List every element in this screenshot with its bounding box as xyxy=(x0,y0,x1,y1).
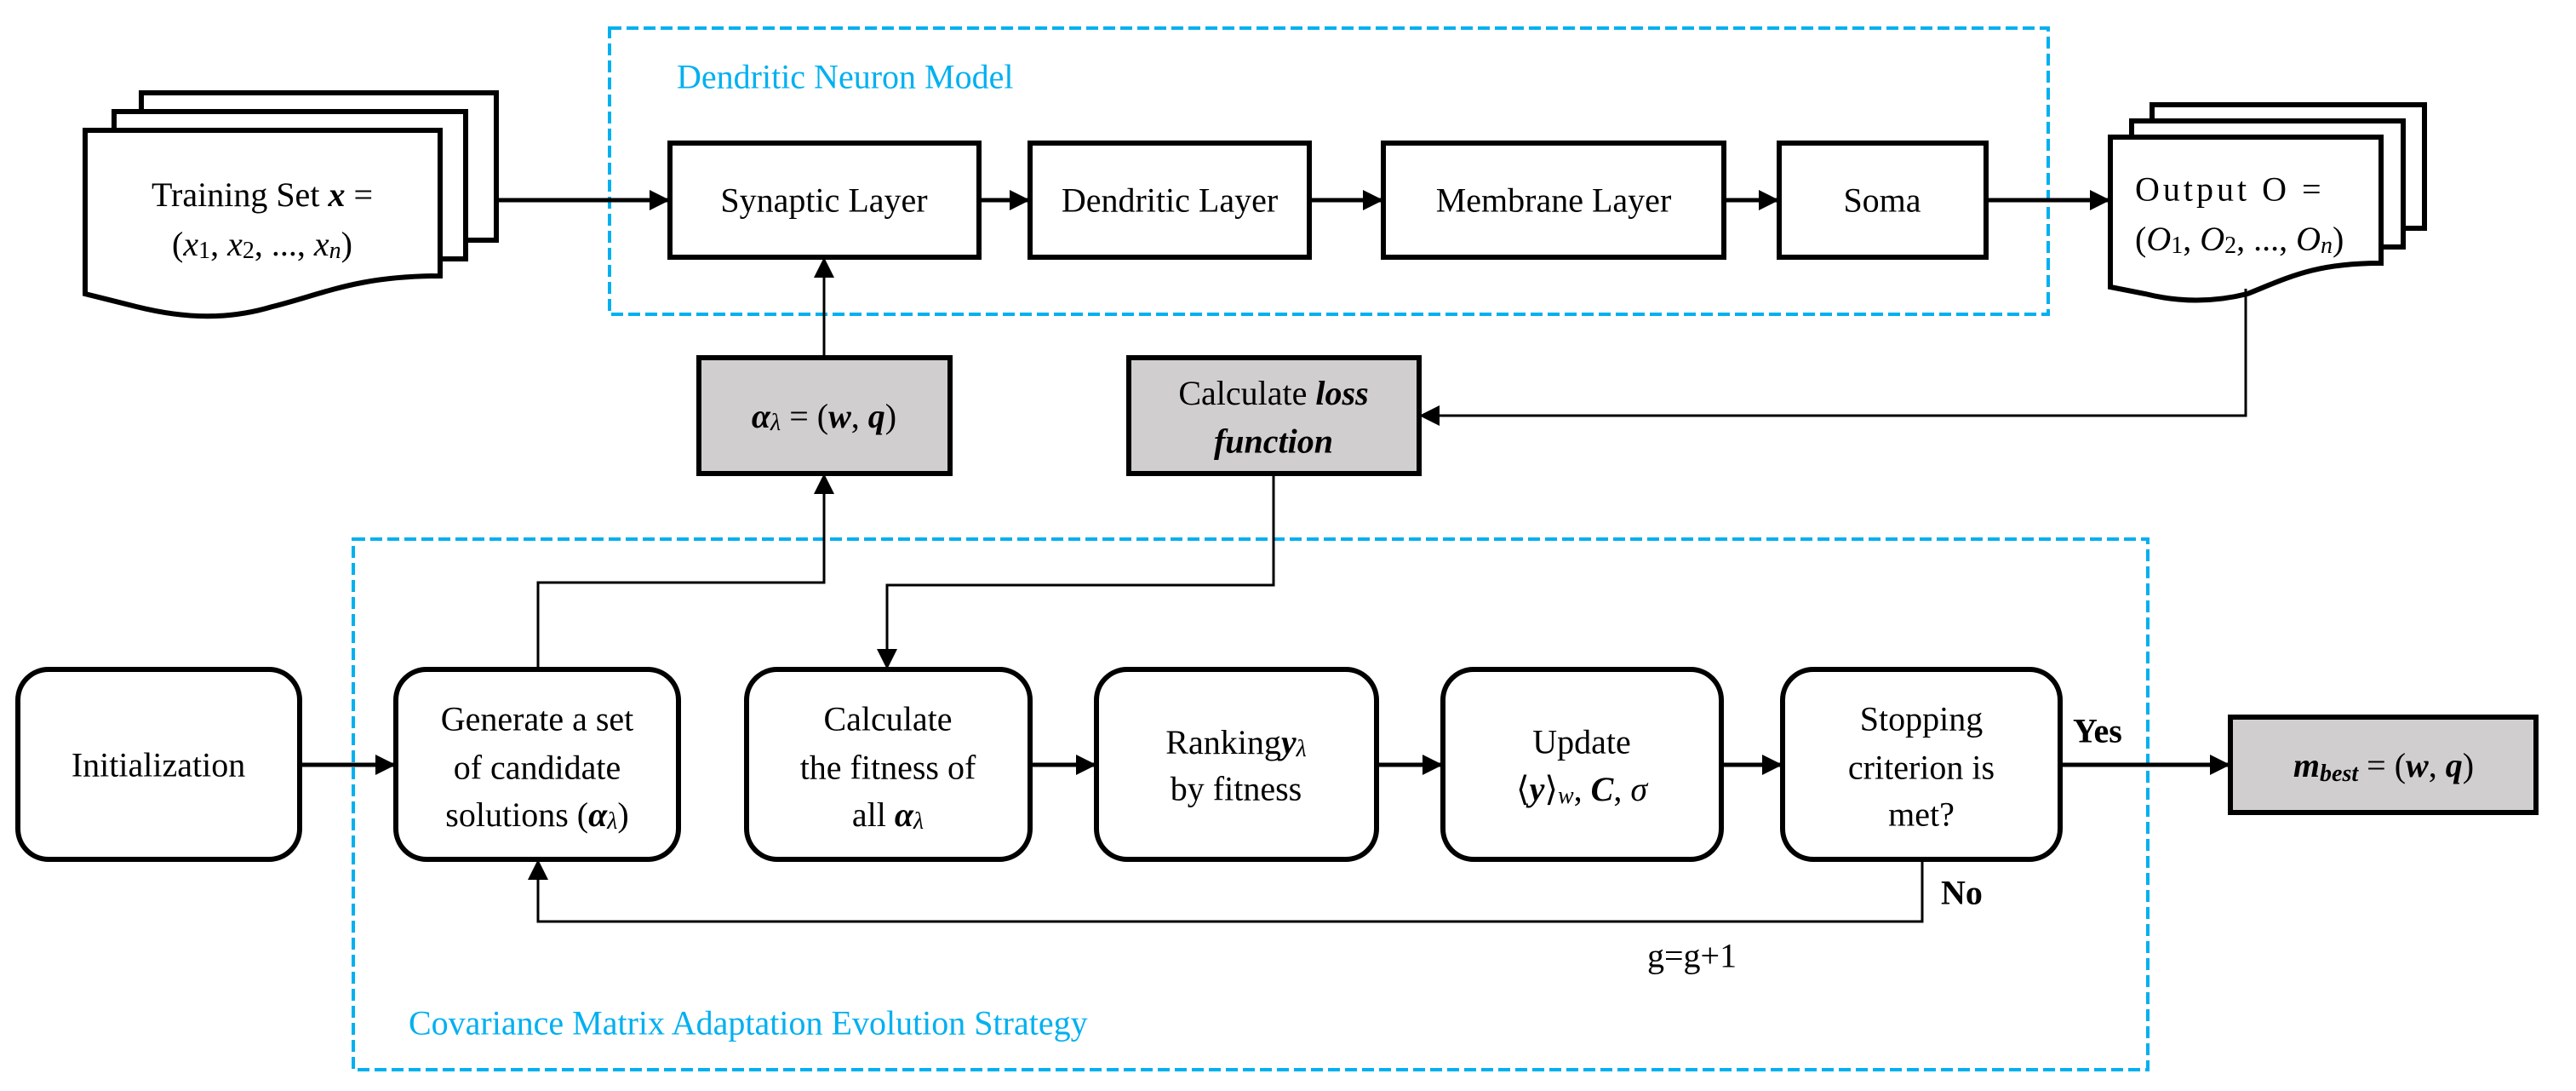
output-line1: Output O = xyxy=(2135,170,2325,209)
membrane-layer-box: Membrane Layer xyxy=(1381,141,1726,260)
synaptic-layer-label: Synaptic Layer xyxy=(720,181,927,220)
cmaes-group-title: Covariance Matrix Adaptation Evolution S… xyxy=(409,1004,1088,1042)
training-set-document: Training Set x = (x1, x2, ..., xn) xyxy=(83,90,499,319)
alpha-parameters-label: αλ = (w, q) xyxy=(752,397,896,436)
generation-counter-label: g=g+1 xyxy=(1647,937,1737,975)
output-document: Output O = (O1, O2, ..., On) xyxy=(2108,102,2427,303)
ranking-line2: by fitness xyxy=(1171,770,1302,808)
calculate-fitness-box: Calculate the fitness of all αλ xyxy=(744,667,1033,862)
stopping-criterion-box: Stopping criterion is met? xyxy=(1780,667,2063,862)
generate-candidates-box: Generate a set of candidate solutions (α… xyxy=(393,667,681,862)
dnm-group-title: Dendritic Neuron Model xyxy=(677,58,1013,96)
arrow-output-to-loss xyxy=(1419,289,2247,426)
fitness-line2: the fitness of xyxy=(800,749,976,787)
generate-line3: solutions (αλ) xyxy=(445,795,628,835)
arrow-loss-to-fitness xyxy=(877,474,1275,669)
dnm-group-border xyxy=(608,26,2050,316)
synaptic-layer-box: Synaptic Layer xyxy=(667,141,982,260)
output-line2: (O1, O2, ..., On) xyxy=(2135,220,2344,259)
calculate-loss-line2: function xyxy=(1214,422,1333,461)
training-set-line1: Training Set x = xyxy=(152,175,373,214)
fitness-line3: all αλ xyxy=(852,795,924,835)
generate-line1: Generate a set xyxy=(441,700,634,738)
stopping-line2: criterion is xyxy=(1848,749,1995,787)
alpha-parameters-box: αλ = (w, q) xyxy=(696,355,953,476)
arrow-generate-to-alpha xyxy=(536,474,834,669)
ranking-box: Rankingyλ by fitness xyxy=(1094,667,1379,862)
no-label: No xyxy=(1941,874,1983,912)
update-line1: Update xyxy=(1532,723,1631,761)
membrane-layer-label: Membrane Layer xyxy=(1436,181,1672,220)
update-box: Update ⟨y⟩w, C, σ xyxy=(1440,667,1724,862)
yes-label: Yes xyxy=(2073,712,2122,750)
best-solution-label: mbest = (w, q) xyxy=(2293,746,2474,787)
generate-line2: of candidate xyxy=(454,749,621,787)
calculate-loss-box: Calculate loss function xyxy=(1126,355,1422,476)
cmaes-group-border xyxy=(352,537,2150,1071)
dendritic-layer-box: Dendritic Layer xyxy=(1028,141,1312,260)
best-solution-box: mbest = (w, q) xyxy=(2228,715,2539,815)
initialization-label: Initialization xyxy=(72,746,245,784)
dendritic-layer-label: Dendritic Layer xyxy=(1062,181,1278,220)
arrow-loop-back-to-generate xyxy=(528,859,1924,923)
ranking-line1: Rankingyλ xyxy=(1165,723,1306,762)
calculate-loss-line1: Calculate loss xyxy=(1178,374,1368,412)
soma-box: Soma xyxy=(1777,141,1989,260)
initialization-box: Initialization xyxy=(15,667,302,862)
stopping-line3: met? xyxy=(1888,795,1955,834)
stopping-line1: Stopping xyxy=(1860,700,1983,738)
soma-label: Soma xyxy=(1843,181,1921,220)
update-line2: ⟨y⟩w, C, σ xyxy=(1516,770,1648,809)
fitness-line1: Calculate xyxy=(823,700,952,738)
training-set-line2: (x1, x2, ..., xn) xyxy=(172,225,352,264)
